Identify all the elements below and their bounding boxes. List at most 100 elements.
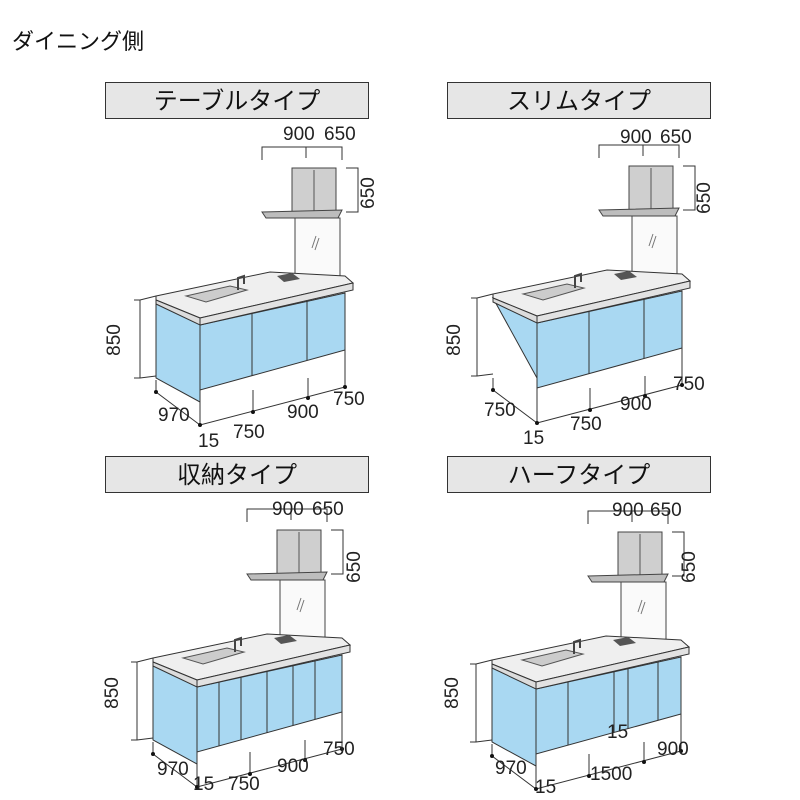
gas-hob — [274, 635, 297, 644]
width-label: 900 — [657, 739, 689, 760]
height-label: 850 — [442, 677, 463, 709]
hood-width-label: 900 — [272, 499, 304, 520]
dimension-dot — [643, 394, 647, 398]
height-dimension-line — [470, 659, 493, 743]
faucet — [237, 274, 245, 290]
panel-title-half-type: ハーフタイプ — [447, 456, 711, 493]
gas-hob — [613, 637, 636, 646]
dimension-dot — [679, 749, 683, 753]
countertop-side-edge — [492, 297, 538, 324]
countertop-side-edge — [491, 663, 537, 690]
hood-height-label: 650 — [694, 182, 715, 214]
faucet — [574, 272, 582, 288]
glass-reflection — [648, 233, 657, 249]
dimension-dot — [154, 390, 158, 394]
kitchen-panel-1 — [471, 144, 696, 425]
hood-width-dimension-line — [598, 144, 680, 158]
gap-label: 15 — [193, 774, 214, 795]
hood-width-label: 900 — [620, 127, 652, 148]
sink — [520, 649, 585, 667]
hood-shelf — [261, 209, 343, 219]
depth-label: 970 — [158, 405, 190, 426]
sink — [521, 283, 586, 301]
hood-width-label: 900 — [612, 500, 644, 521]
width-label: 750 — [570, 414, 602, 435]
gap-label: 15 — [523, 428, 544, 449]
dimension-dot — [490, 754, 494, 758]
dimension-dot — [343, 385, 347, 389]
page-heading: ダイニング側 — [12, 30, 145, 55]
dimension-dot — [588, 408, 592, 412]
width-label: 900 — [277, 756, 309, 777]
hood-width-dimension-line — [261, 146, 343, 160]
dimension-dot — [151, 752, 155, 756]
height-dimension-line — [471, 293, 494, 377]
dimension-dot — [534, 787, 538, 791]
dimension-dot — [491, 388, 495, 392]
hood-shelf — [598, 207, 680, 217]
depth-label: 970 — [157, 759, 189, 780]
faucet — [573, 638, 581, 654]
kitchen-panel-0 — [134, 146, 359, 427]
width-label: 1500 — [590, 764, 632, 785]
hood-width-dimension-line — [246, 508, 328, 522]
height-label: 850 — [104, 324, 125, 356]
width-label: 750 — [673, 374, 705, 395]
dimension-dot — [680, 383, 684, 387]
countertop-side-edge — [155, 299, 201, 326]
width-label: 900 — [620, 394, 652, 415]
width-label: 900 — [287, 402, 319, 423]
height-dimension-line — [131, 657, 154, 741]
glass-panel — [294, 217, 341, 285]
dimension-dot — [306, 396, 310, 400]
width-label: 750 — [323, 739, 355, 760]
hood-height-dimension-line — [346, 167, 359, 213]
height-label: 850 — [102, 677, 123, 709]
hood-height-dimension-line — [672, 531, 685, 577]
dimension-dot — [248, 772, 252, 776]
glass-reflection — [296, 597, 305, 613]
sink — [181, 647, 246, 665]
dimension-dot — [642, 760, 646, 764]
kitchen-panel-2 — [131, 508, 352, 789]
inner-gap-label: 15 — [607, 722, 628, 743]
panel-title-slim-type: スリムタイプ — [447, 82, 711, 119]
width-label: 750 — [333, 389, 365, 410]
faucet — [234, 636, 242, 652]
hood-height-label: 650 — [679, 551, 700, 583]
gap-label: 15 — [198, 431, 219, 452]
dimension-dot — [251, 410, 255, 414]
dimension-dot — [587, 774, 591, 778]
glass-reflection — [637, 599, 646, 615]
dimension-dot — [195, 785, 199, 789]
hood-width-label: 650 — [312, 499, 344, 520]
height-dimension-line — [134, 295, 157, 379]
hood-width-label: 650 — [324, 124, 356, 145]
hood-shelf — [587, 573, 669, 583]
width-label: 750 — [228, 774, 260, 795]
dimension-dot — [198, 423, 202, 427]
gap-label: 15 — [535, 777, 556, 798]
gas-hob — [277, 273, 300, 282]
depth-label: 970 — [495, 758, 527, 779]
countertop-side-edge — [152, 661, 198, 688]
dimension-dot — [535, 421, 539, 425]
width-label: 750 — [233, 422, 265, 443]
hood-height-label: 650 — [344, 551, 365, 583]
dimension-dot — [340, 747, 344, 751]
hood-height-label: 650 — [358, 177, 379, 209]
dimension-dot — [303, 758, 307, 762]
depth-label: 750 — [484, 400, 516, 421]
glass-reflection — [311, 235, 320, 251]
panel-title-storage-type: 収納タイプ — [105, 456, 369, 493]
hood-shelf — [246, 571, 328, 581]
kitchen-panel-3 — [470, 510, 691, 791]
hood-height-dimension-line — [331, 529, 344, 575]
sink — [184, 285, 249, 303]
panel-title-table-type: テーブルタイプ — [105, 82, 369, 119]
glass-panel — [631, 215, 678, 283]
gas-hob — [614, 271, 637, 280]
hood-width-label: 900 — [283, 124, 315, 145]
hood-height-dimension-line — [683, 165, 696, 211]
